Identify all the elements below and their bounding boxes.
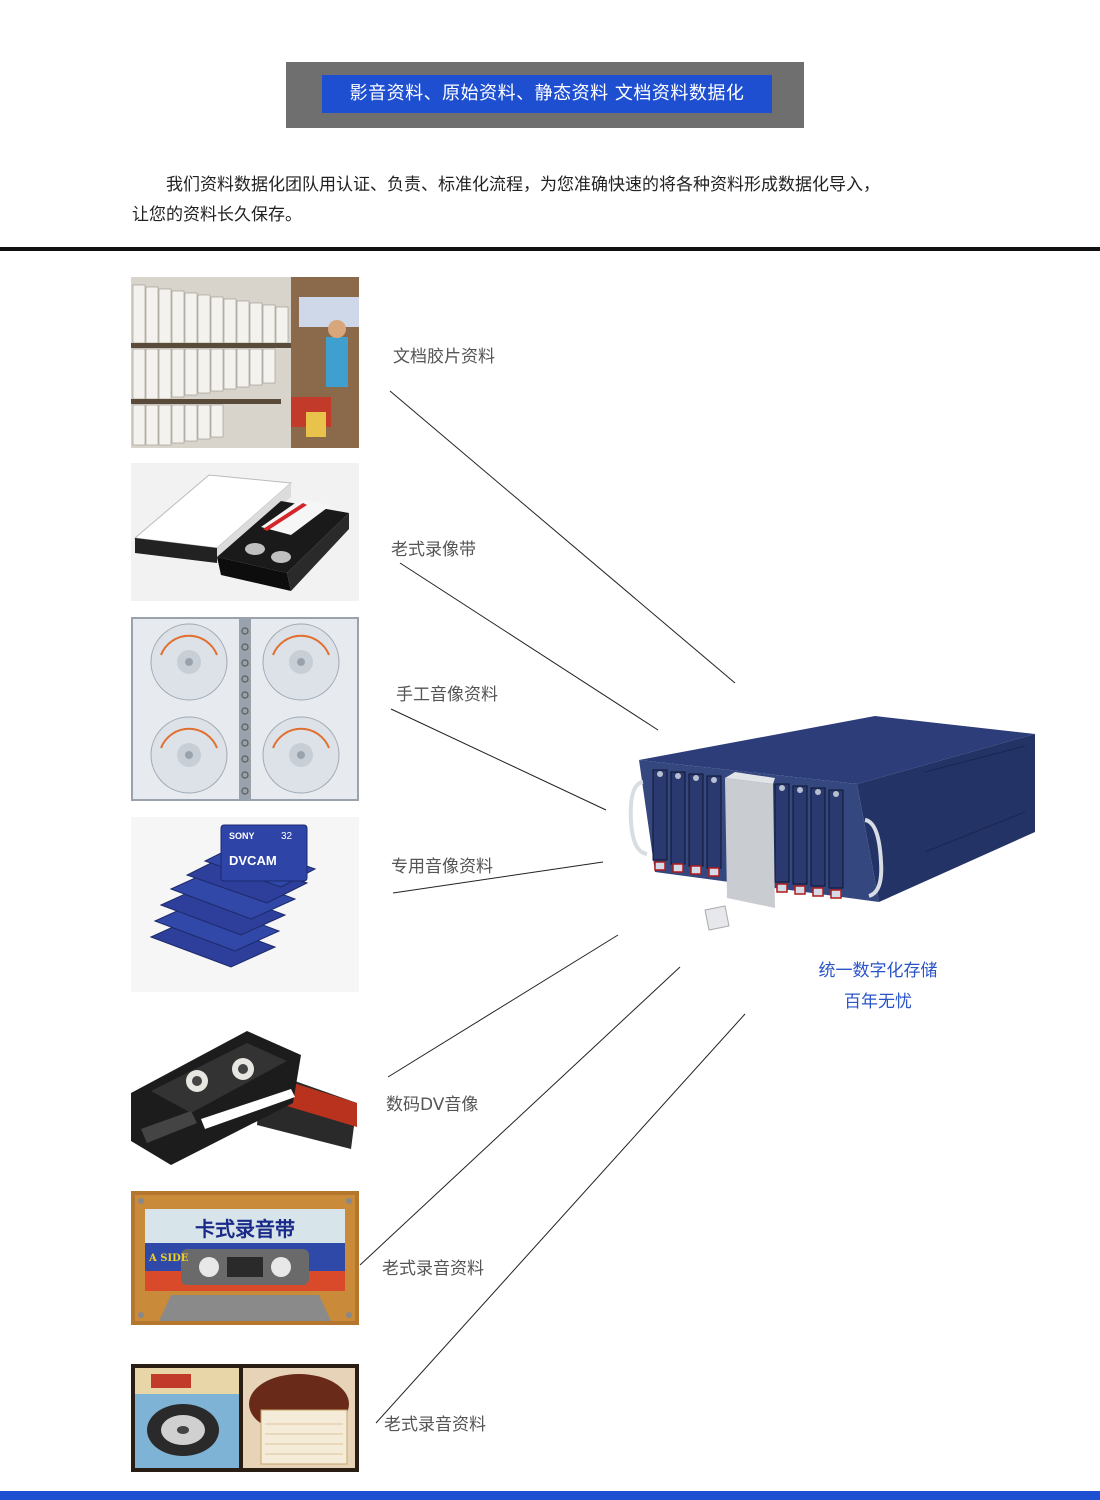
cassette-side-text: A SIDE bbox=[148, 1253, 189, 1264]
audio-cassette-photo: 卡式录音带 A SIDE bbox=[131, 1191, 359, 1325]
connector-line-6 bbox=[359, 966, 681, 1266]
dvcam-tapes-photo: SONY 32 DVCAM bbox=[131, 817, 359, 992]
header-banner: 影音资料、原始资料、静态资料 文档资料数据化 bbox=[286, 62, 804, 128]
intro-paragraph: 我们资料数据化团队用认证、负责、标准化流程，为您准确快速的将各种资料形成数据化导… bbox=[132, 170, 962, 230]
item-label-dv: 数码DV音像 bbox=[386, 1095, 479, 1115]
vhs-tape-photo bbox=[131, 463, 359, 601]
device-caption-line-2: 百年无忧 bbox=[844, 992, 912, 1012]
top-divider bbox=[0, 247, 1100, 251]
dvcam-length-text: 32 bbox=[281, 831, 293, 842]
cd-binder-photo bbox=[131, 617, 359, 801]
bottom-accent-bar bbox=[0, 1491, 1100, 1500]
dvcam-model-text: DVCAM bbox=[229, 853, 277, 868]
item-label-reel: 老式录音资料 bbox=[384, 1415, 486, 1435]
item-label-cassette: 老式录音资料 bbox=[382, 1259, 484, 1279]
item-label-vhs: 老式录像带 bbox=[391, 540, 476, 560]
header-title: 影音资料、原始资料、静态资料 文档资料数据化 bbox=[322, 75, 772, 113]
intro-line-2: 让您的资料长久保存。 bbox=[132, 205, 302, 225]
device-caption-line-1: 统一数字化存储 bbox=[818, 961, 938, 981]
connector-line-7 bbox=[375, 1013, 746, 1424]
intro-text-1: 我们资料数据化团队用认证、负责、标准化流程，为您准确快速的将各种资料形成数据化导… bbox=[166, 175, 880, 195]
storage-server-photo bbox=[625, 712, 1040, 937]
connector-line-3 bbox=[390, 708, 607, 811]
item-label-cd: 手工音像资料 bbox=[396, 685, 498, 705]
dv-cassette-photo bbox=[131, 1029, 359, 1167]
intro-line-1: 我们资料数据化团队用认证、负责、标准化流程，为您准确快速的将各种资料形成数据化导… bbox=[132, 170, 962, 200]
archive-shelves-photo bbox=[131, 277, 359, 448]
item-label-dvcam: 专用音像资料 bbox=[391, 857, 493, 877]
cassette-label-text: 卡式录音带 bbox=[195, 1217, 295, 1241]
item-label-archive: 文档胶片资料 bbox=[393, 347, 495, 367]
dvcam-brand-text: SONY bbox=[229, 831, 255, 841]
connector-line-5 bbox=[387, 934, 619, 1078]
device-caption: 统一数字化存储 百年无忧 bbox=[778, 956, 978, 1018]
reel-tape-box-photo bbox=[131, 1364, 359, 1472]
